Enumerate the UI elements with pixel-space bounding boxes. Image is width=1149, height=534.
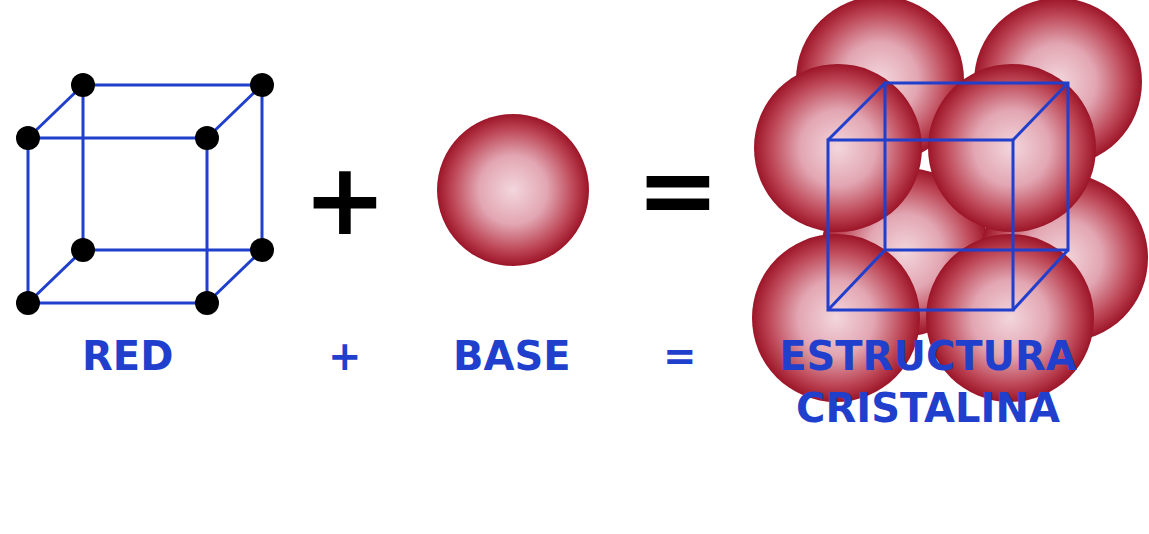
lattice-points: [16, 73, 274, 315]
crystal-cube: [828, 83, 1068, 310]
lattice-cube: [28, 85, 262, 303]
base-atom: [437, 114, 589, 266]
equals-sign: =: [636, 125, 720, 255]
base-label: BASE: [453, 330, 571, 382]
plus-sign: +: [303, 135, 387, 265]
operator-label: +: [328, 330, 362, 382]
structure-label: ESTRUCTURA CRISTALINA: [718, 330, 1138, 434]
lattice-label: RED: [82, 330, 173, 382]
operator-label: =: [663, 330, 697, 382]
